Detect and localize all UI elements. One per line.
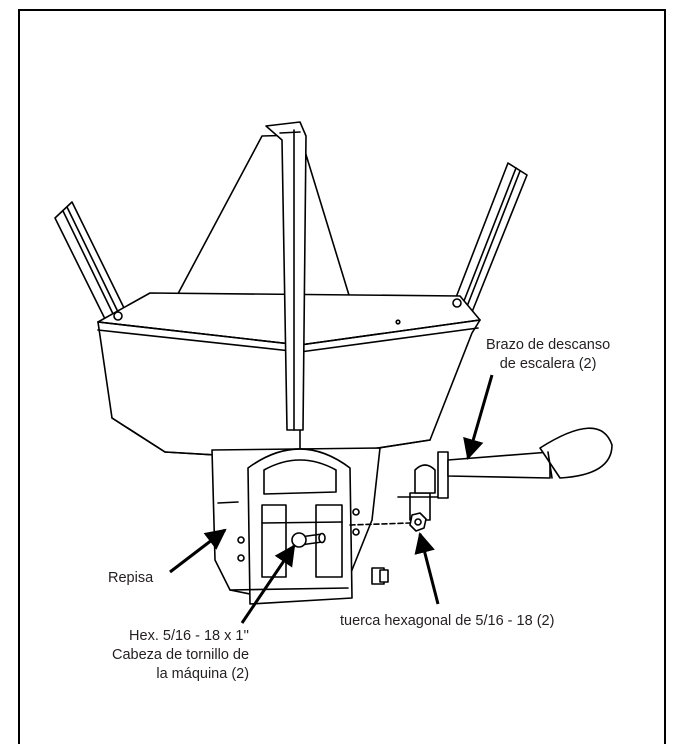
bolt-label-line-1: Hex. 5/16 - 18 x 1'' <box>129 628 250 644</box>
bolt-label-line-2: Cabeza de tornillo de <box>112 647 250 663</box>
right-ladder-leg <box>454 162 528 313</box>
arm-label-line-1: Brazo de descanso <box>486 337 611 353</box>
hex-nut <box>349 512 427 532</box>
hex-nut-label: tuerca hexagonal de 5/16 - 18 (2) <box>340 613 555 629</box>
inner-cone <box>171 134 353 306</box>
ladder-rest-arm <box>397 427 613 521</box>
shelf-leader-arrow <box>169 528 227 574</box>
machine-bolt-label: Hex. 5/16 - 18 x 1'' Cabeza de tornillo … <box>112 627 249 684</box>
figure-frame <box>18 9 666 744</box>
bolt-label-line-3: la máquina (2) <box>156 666 250 682</box>
shelf-bracket <box>211 447 389 605</box>
bolt-leader-arrow <box>240 544 296 624</box>
machine-bolt <box>291 532 326 548</box>
left-ladder-leg <box>54 201 126 326</box>
nut-leader-arrow <box>414 531 440 605</box>
ladder-rest-arm-label: Brazo de descanso de escalera (2) <box>486 336 610 374</box>
center-post <box>265 121 307 431</box>
shelf-label: Repisa <box>108 570 154 586</box>
arm-leader-arrow <box>463 374 494 461</box>
arm-label-line-2: de escalera (2) <box>499 356 597 372</box>
